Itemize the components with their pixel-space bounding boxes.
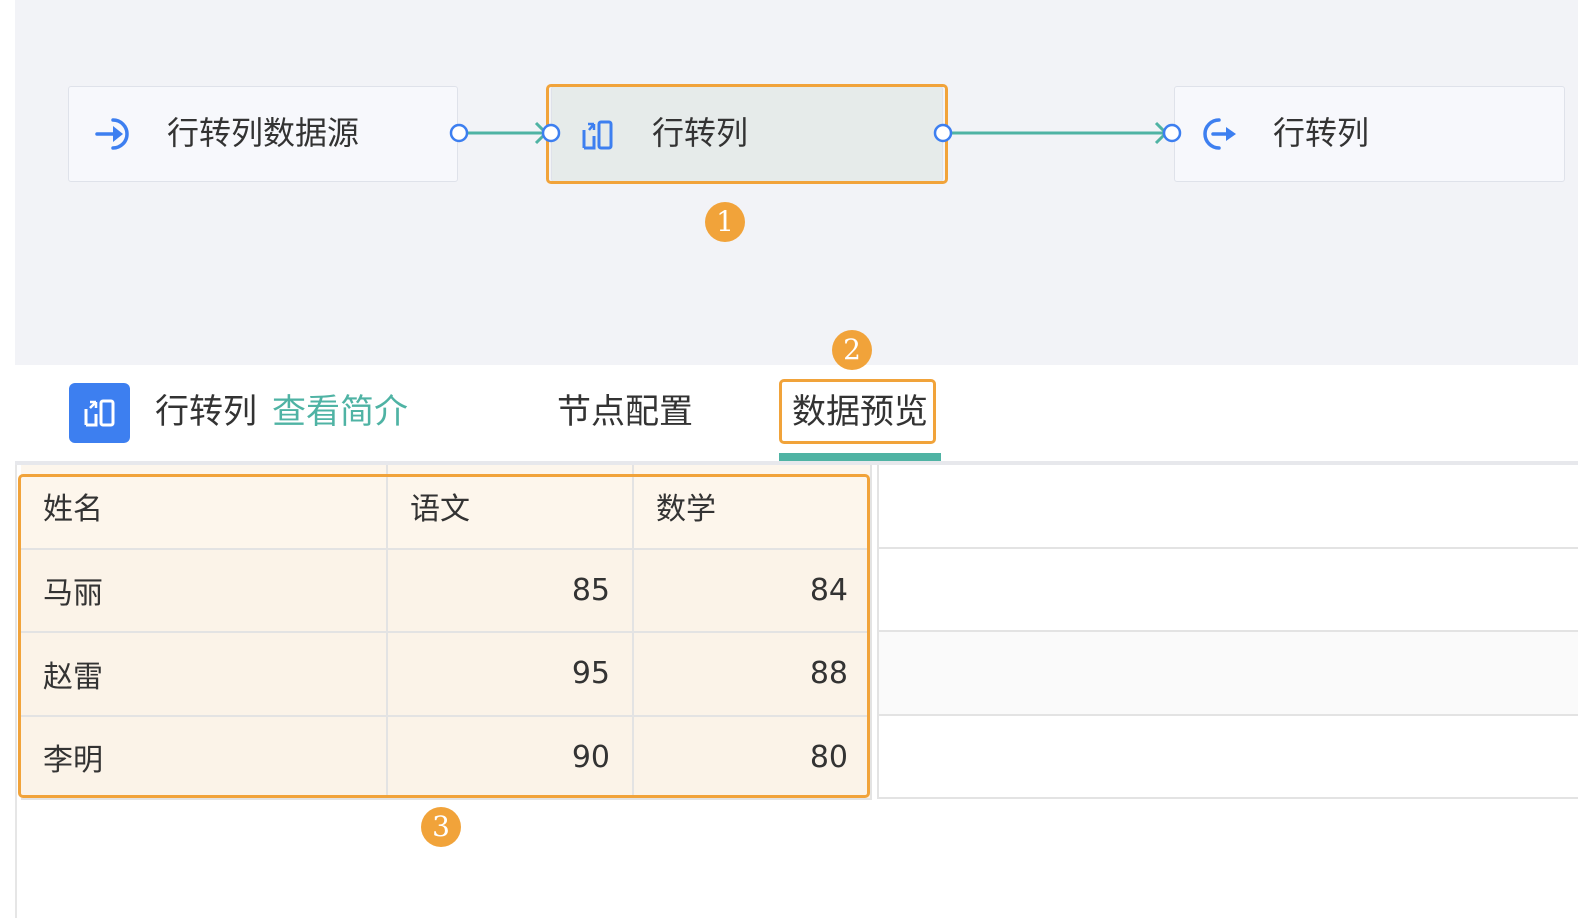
table-cell: 90 [387, 715, 634, 800]
row-to-column-icon [582, 120, 613, 150]
node-output[interactable]: 行转列 [1174, 86, 1565, 182]
table-row: 赵雷 95 88 [21, 632, 872, 717]
table-row: 李明 90 80 [21, 715, 872, 800]
highlight-frame-tab [779, 379, 936, 444]
callout-badge-1: 1 [705, 202, 745, 242]
column-header: 语文 [387, 465, 634, 550]
callout-badge-3: 3 [421, 807, 461, 847]
callout-badge-2: 2 [832, 330, 872, 370]
active-tab-indicator [779, 453, 941, 461]
tab-divider [15, 461, 1578, 465]
output-arrow-icon [1203, 118, 1236, 150]
row-to-column-icon [84, 399, 115, 427]
tab-data-preview[interactable]: 数据预览 [792, 392, 928, 432]
table-cell: 84 [633, 548, 872, 633]
column-header: 姓名 [21, 465, 388, 550]
flow-ports [449, 123, 1182, 143]
table-cell: 赵雷 [21, 632, 388, 717]
table-cell: 李明 [21, 715, 388, 800]
table-cell: 88 [633, 632, 872, 717]
table-row: 马丽 85 84 [21, 548, 872, 633]
table-header-row: 姓名 语文 数学 [21, 465, 872, 550]
input-arrow-icon [95, 118, 129, 150]
node-type-icon [69, 383, 130, 443]
table-cell: 95 [387, 632, 634, 717]
data-preview-table-area: 姓名 语文 数学 马丽 85 84 赵雷 95 88 李明 90 80 [15, 465, 1578, 918]
node-label: 行转列 [652, 114, 749, 152]
view-intro-link[interactable]: 查看简介 [272, 392, 408, 432]
table-cell: 马丽 [21, 548, 388, 633]
tab-node-config[interactable]: 节点配置 [557, 392, 693, 432]
node-label: 行转列 [1273, 114, 1370, 152]
output-port [449, 123, 469, 143]
input-port [1162, 123, 1182, 143]
input-port [541, 123, 561, 143]
panel-title: 行转列 [155, 392, 257, 432]
table-cell: 85 [387, 548, 634, 633]
table-cell: 80 [633, 715, 872, 800]
column-header: 数学 [633, 465, 872, 550]
highlight-frame-table [18, 474, 870, 798]
table-empty-area [877, 465, 1578, 799]
output-port [933, 123, 953, 143]
data-preview-table: 姓名 语文 数学 马丽 85 84 赵雷 95 88 李明 90 80 [21, 465, 872, 800]
node-source[interactable]: 行转列数据源 [68, 86, 458, 182]
node-row-to-column[interactable]: 行转列 [551, 86, 943, 182]
node-label: 行转列数据源 [167, 114, 360, 152]
